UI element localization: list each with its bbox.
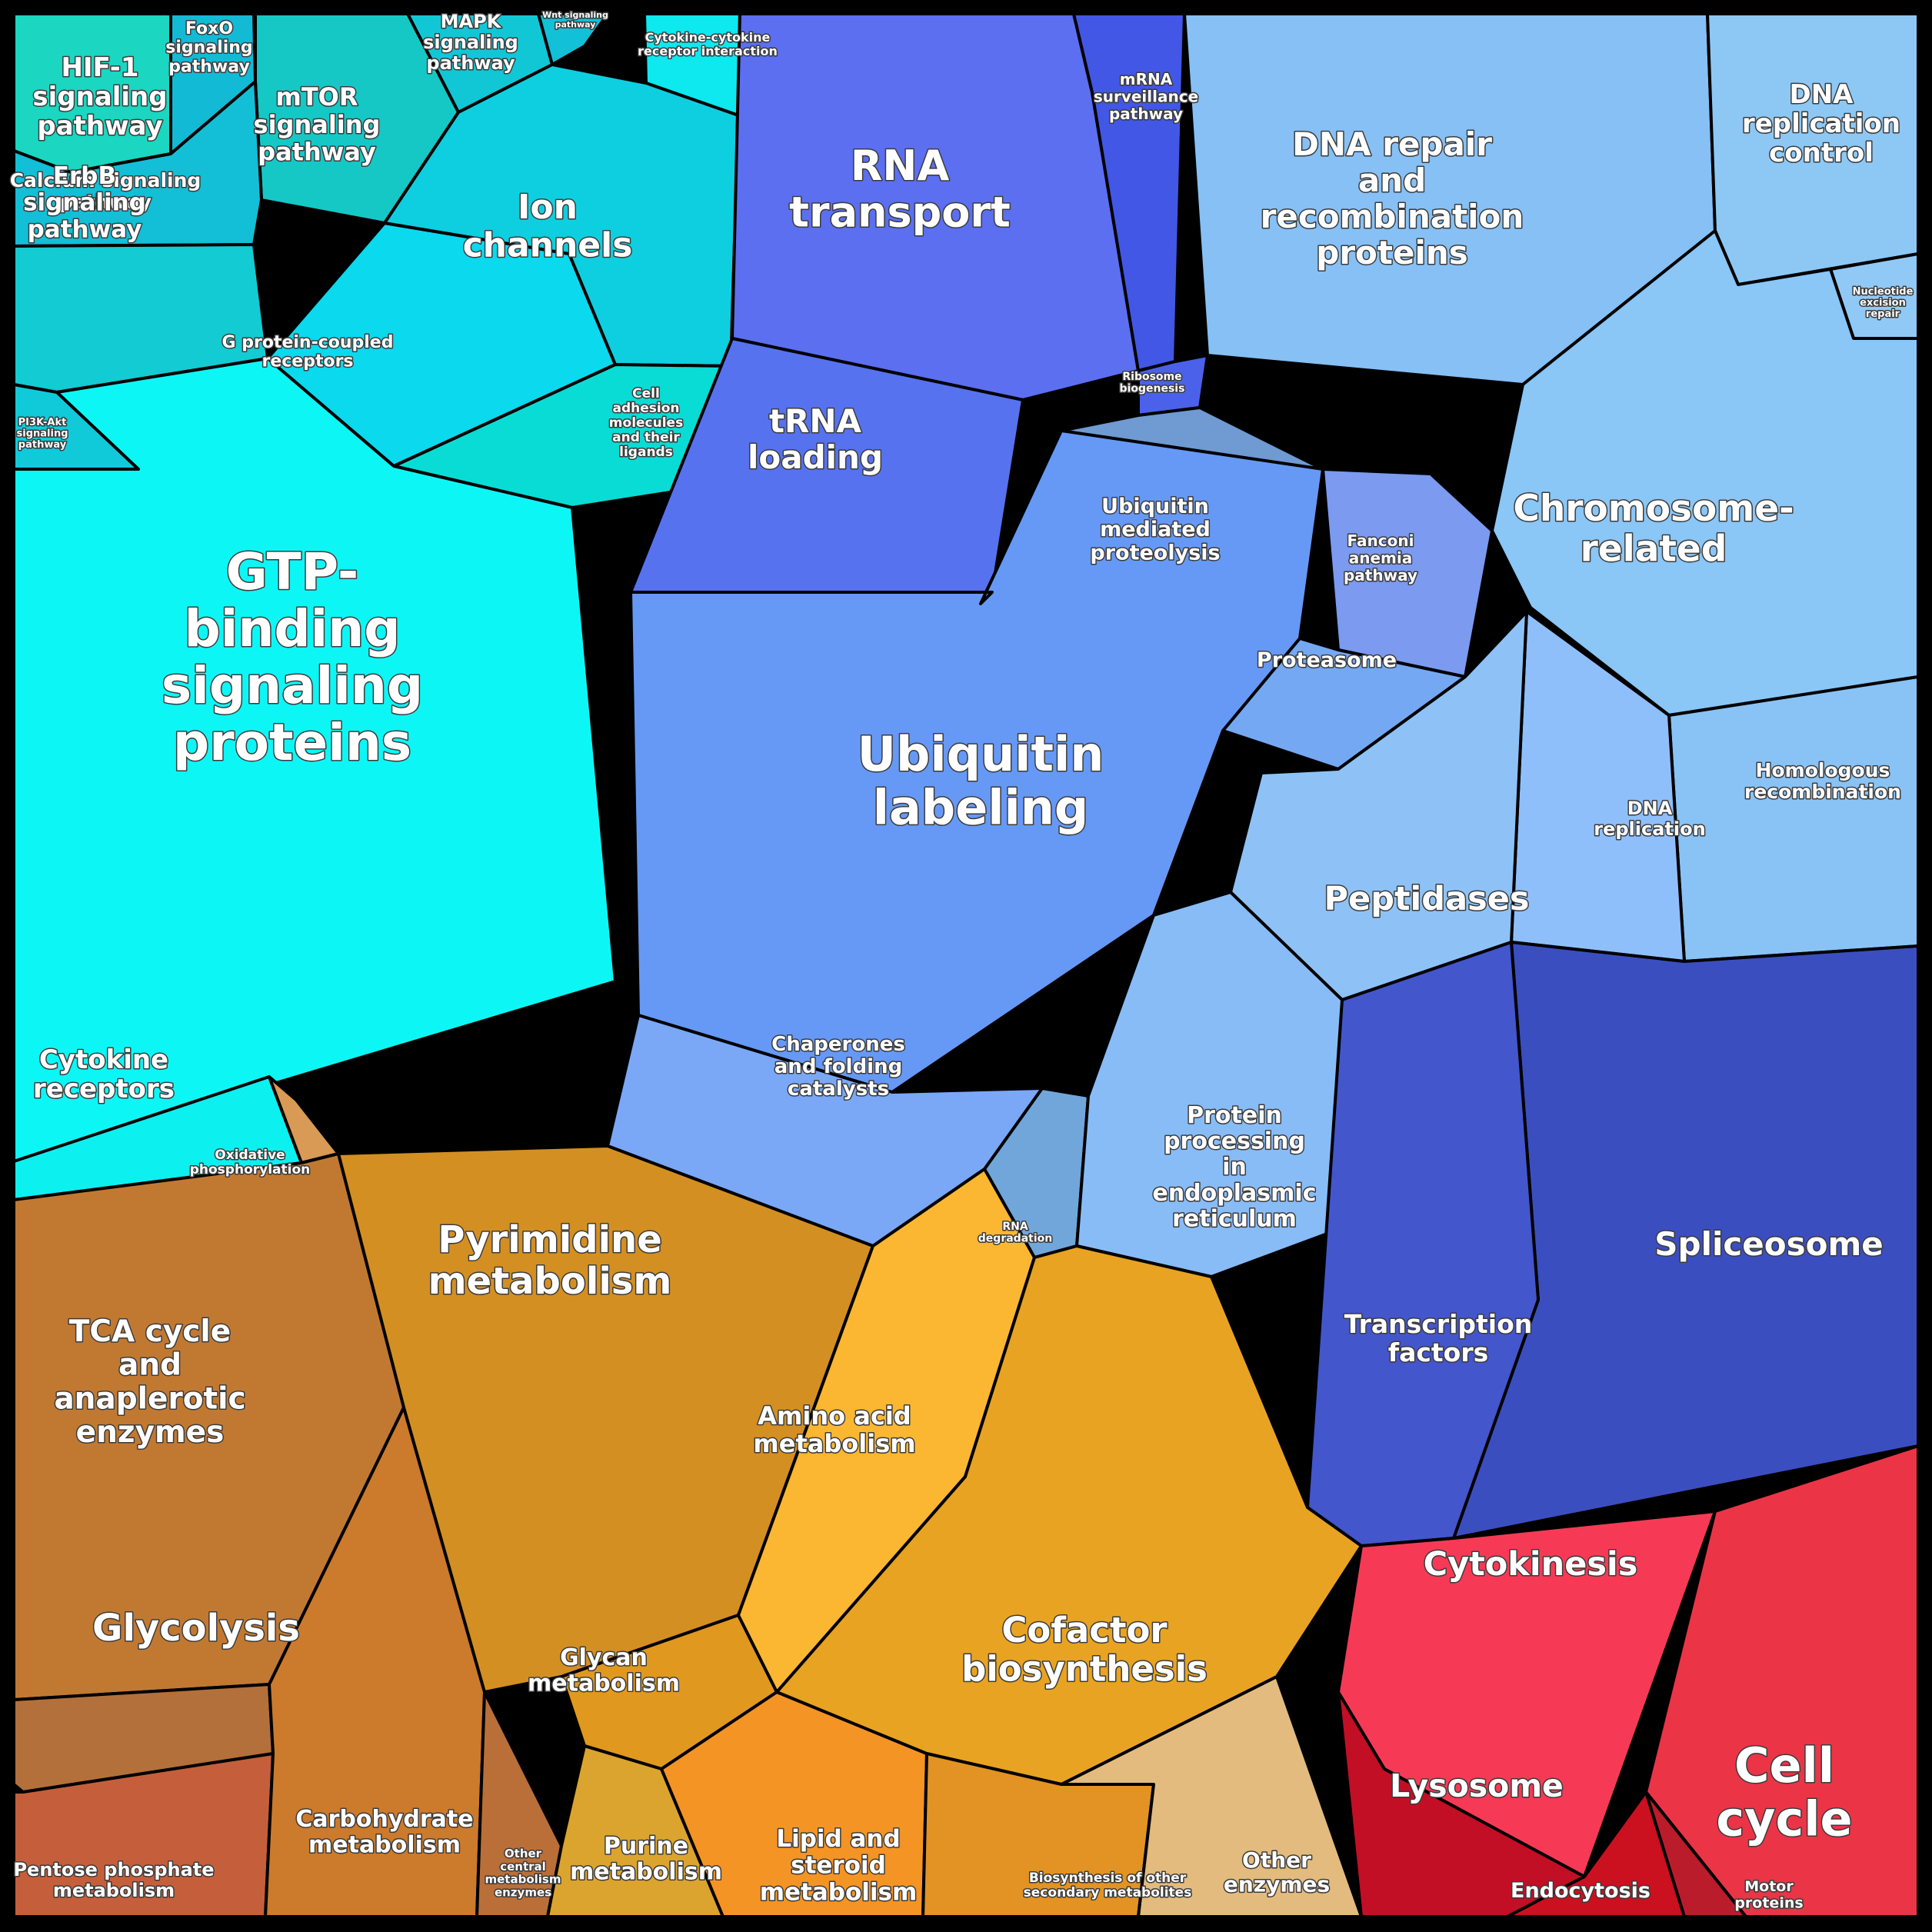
- treemap-cell-rnatr[interactable]: [731, 12, 1140, 401]
- treemap-cell-purine[interactable]: [546, 1744, 724, 1918]
- treemap-cell-homolrec[interactable]: [1667, 675, 1920, 963]
- treemap-cell-ribobio[interactable]: [1137, 354, 1209, 417]
- treemap-cells: [12, 12, 1920, 1918]
- treemap-cell-otherenz[interactable]: [1060, 1675, 1363, 1918]
- treemap-cell-wnt[interactable]: [537, 12, 609, 66]
- treemap-cell-gtp[interactable]: [12, 357, 617, 1163]
- treemap-cell-cellcycle[interactable]: [1644, 1444, 1920, 1918]
- treemap-cell-fanconi[interactable]: [1321, 468, 1494, 678]
- treemap-cell-dnareplctl[interactable]: [1706, 12, 1920, 286]
- treemap-cell-hif1[interactable]: [12, 12, 172, 174]
- treemap-cell-motor[interactable]: [1644, 1790, 1747, 1918]
- treemap-cell-celladh[interactable]: [392, 363, 732, 509]
- treemap-cell-othercentral[interactable]: [475, 1690, 563, 1918]
